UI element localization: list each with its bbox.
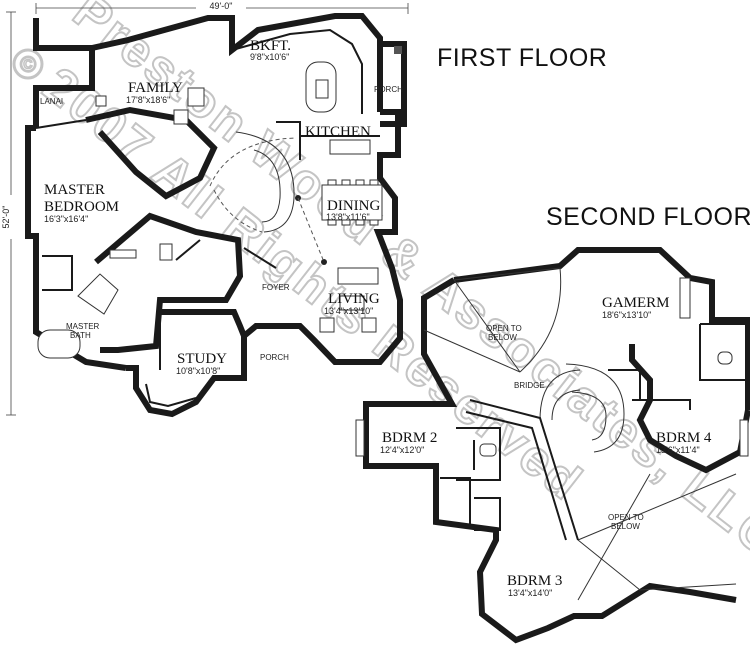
- bkft-size: 9'8"x10'6": [250, 52, 289, 62]
- dimension-lines: 49'-0" 52'-0": [1, 0, 409, 416]
- width-dimension: 49'-0": [210, 1, 233, 11]
- lanai-label: LANAI: [40, 97, 63, 106]
- dining-label: DINING: [327, 198, 380, 214]
- master-bath-label-line2: BATH: [70, 331, 91, 340]
- porch-bottom-label: PORCH: [260, 353, 289, 362]
- open-below-top-line1: OPEN TO: [486, 324, 522, 333]
- second-floor-title: SECOND FLOOR: [546, 203, 750, 231]
- family-size: 17'8"x18'6": [126, 95, 170, 105]
- gamerm-label: GAMERM: [602, 295, 670, 311]
- bdrm4-label: BDRM 4: [656, 430, 712, 446]
- master-bedroom-size: 16'3"x16'4": [44, 214, 88, 224]
- bdrm3-label: BDRM 3: [507, 573, 562, 589]
- second-floor-plan: [355, 247, 750, 644]
- bdrm2-label: BDRM 2: [382, 430, 437, 446]
- watermark-copyright-symbol: ©: [20, 52, 36, 77]
- dining-size: 13'8"x11'6": [326, 212, 370, 222]
- copyright-icon: [12, 48, 44, 80]
- bkft-label: BKFT.: [250, 38, 291, 54]
- porch-top-label: PORCH: [374, 85, 403, 94]
- open-below-top-line2: BELOW: [488, 333, 517, 342]
- depth-dimension: 52'-0": [1, 206, 11, 229]
- open-below-bottom-line1: OPEN TO: [608, 513, 644, 522]
- kitchen-label: KITCHEN: [305, 124, 371, 140]
- bdrm3-size: 13'4"x14'0": [508, 588, 552, 598]
- bridge-label: BRIDGE: [514, 381, 545, 390]
- gamerm-size: 18'6"x13'10": [602, 310, 651, 320]
- study-label: STUDY: [177, 351, 227, 367]
- foyer-label: FOYER: [262, 283, 290, 292]
- master-bedroom-label-line2: BEDROOM: [44, 199, 119, 215]
- living-label: LIVING: [328, 291, 380, 307]
- first-floor-plan: [25, 13, 407, 418]
- family-label: FAMILY: [128, 80, 183, 96]
- bdrm2-size: 12'4"x12'0": [380, 445, 424, 455]
- open-below-bottom-line2: BELOW: [611, 522, 640, 531]
- living-size: 13'4"x13'10": [324, 306, 373, 316]
- first-floor-title: FIRST FLOOR: [437, 44, 607, 72]
- master-bedroom-label-line1: MASTER: [44, 182, 105, 198]
- bdrm4-size: 13'6"x11'4": [656, 445, 700, 455]
- master-bath-label-line1: MASTER: [66, 322, 100, 331]
- study-size: 10'8"x10'8": [176, 366, 220, 376]
